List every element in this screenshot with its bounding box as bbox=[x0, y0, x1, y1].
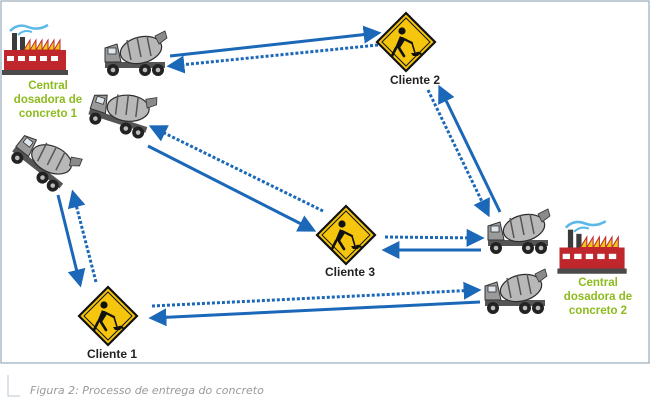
arrow-client1-to-plant1 bbox=[67, 189, 98, 283]
svg-text:Central: Central bbox=[28, 80, 68, 92]
svg-text:concreto 1: concreto 1 bbox=[19, 108, 78, 120]
caption-bracket bbox=[7, 375, 20, 397]
arrow-truck-to-client1 bbox=[56, 194, 86, 288]
svg-text:Central: Central bbox=[578, 277, 618, 289]
svg-text:dosadora de: dosadora de bbox=[564, 291, 632, 303]
client-3-label: Cliente 3 bbox=[325, 265, 375, 279]
arrow-client3-to-plant2 bbox=[384, 228, 485, 247]
svg-text:dosadora de: dosadora de bbox=[14, 94, 82, 106]
client-2-label: Cliente 2 bbox=[390, 73, 440, 87]
arrow-client1-to-plant2 bbox=[151, 281, 482, 308]
figure-caption: Figura 2: Processo de entrega do concret… bbox=[30, 384, 264, 397]
arrow-truck-to-client1-bottom bbox=[148, 300, 481, 327]
client-1-label: Cliente 1 bbox=[87, 347, 137, 361]
svg-text:concreto 2: concreto 2 bbox=[569, 305, 627, 317]
arrow-client3-to-plant1 bbox=[148, 125, 324, 213]
arrow-truck-to-client2 bbox=[169, 25, 382, 58]
arrow-truck-to-client2-right bbox=[438, 84, 502, 213]
plant-label-1: Central dosadora de concreto 1 bbox=[14, 80, 82, 120]
delivery-arrows bbox=[56, 25, 502, 327]
arrow-truck-to-client3 bbox=[147, 144, 317, 232]
arrow-client2-to-plant2 bbox=[426, 89, 490, 218]
plant-label-2: Central dosadora de concreto 2 bbox=[564, 277, 632, 317]
